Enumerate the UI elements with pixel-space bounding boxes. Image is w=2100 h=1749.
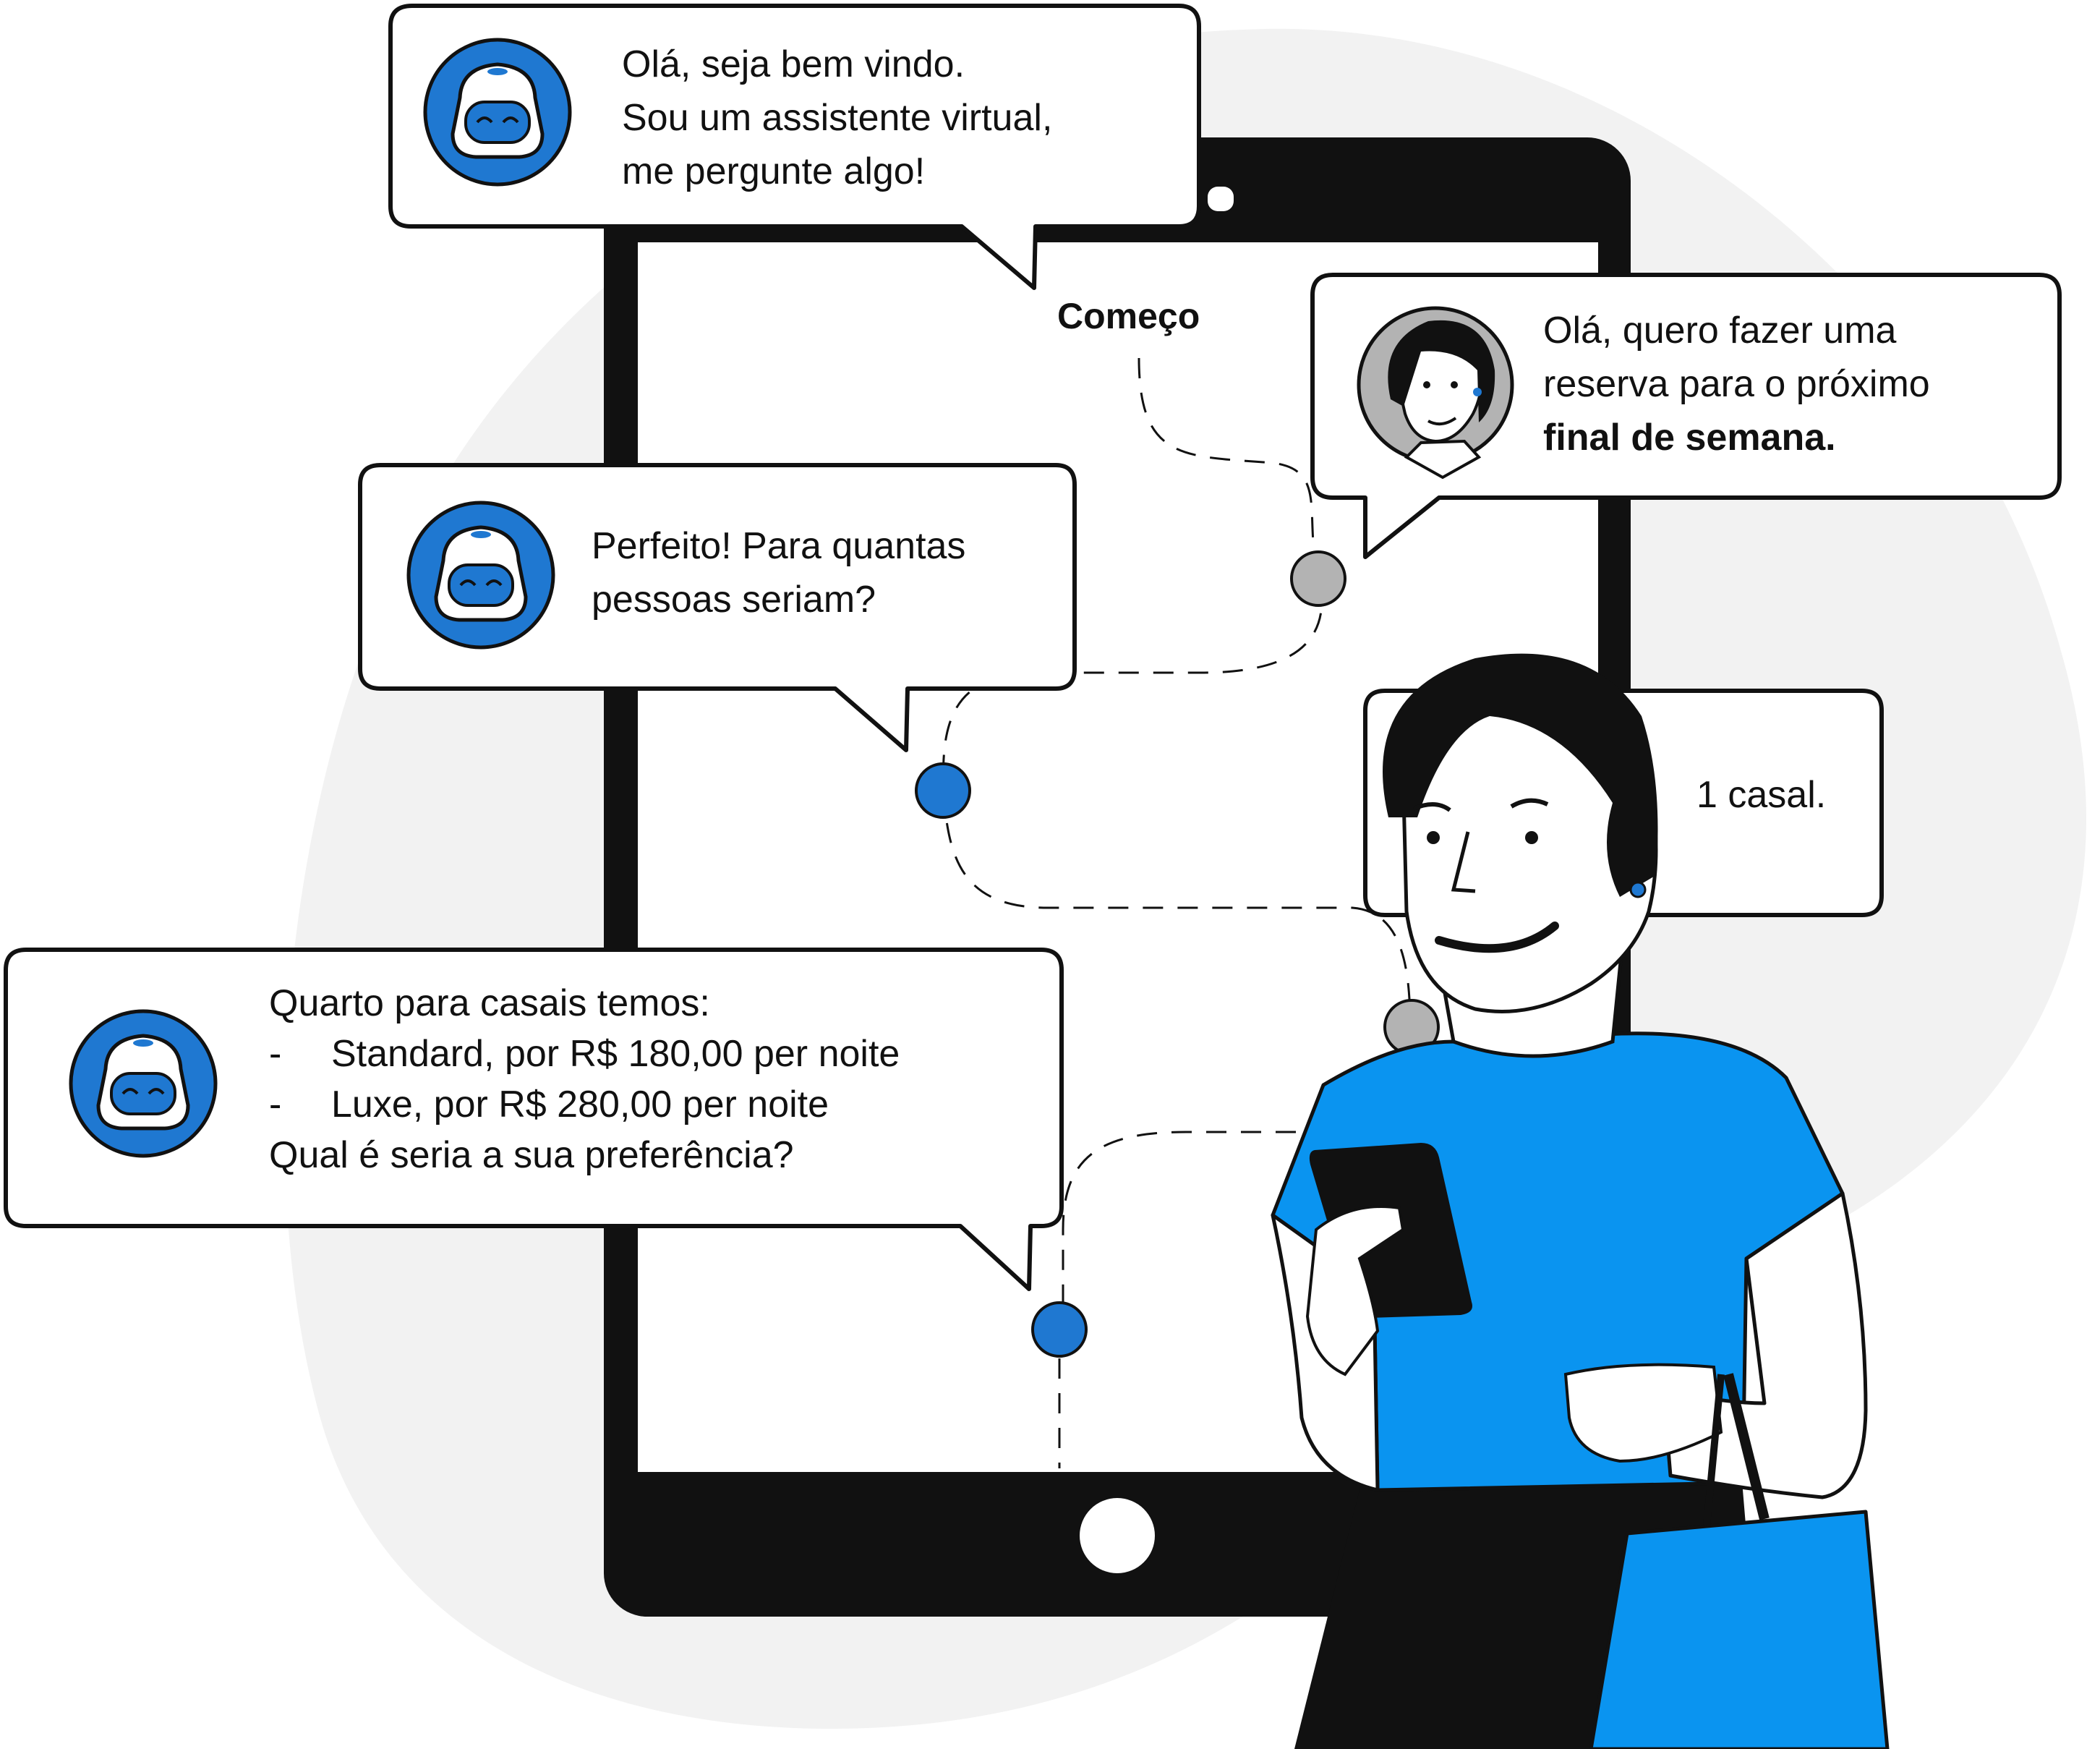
person-avatar-icon (1357, 306, 1514, 480)
room-option: - Standard, por R$ 180,00 per noite (269, 1029, 1028, 1079)
path-node-grey-1 (1290, 550, 1346, 607)
room-option-text: Luxe, por R$ 280,00 per noite (331, 1084, 829, 1125)
path-node-blue-1 (915, 762, 971, 819)
robot-face-icon (406, 501, 555, 650)
bot-welcome-line: Olá, seja bem vindo. (622, 43, 965, 85)
start-label: Começo (1057, 296, 1200, 336)
user-answer-text: 1 casal. (1696, 774, 1827, 816)
bot-people-line: Perfeito! Para quantas (592, 525, 966, 567)
tablet-home-button[interactable] (1080, 1498, 1155, 1573)
room-option: - Luxe, por R$ 280,00 per noite (269, 1079, 1028, 1130)
user-request-text: Olá, quero fazer uma reserva para o próx… (1543, 304, 2020, 464)
bot-rooms-intro: Quarto para casais temos: (269, 982, 710, 1024)
bot-rooms-question: Qual é seria a sua preferência? (269, 1134, 794, 1176)
robot-face-icon (423, 38, 572, 187)
woman-hair (1383, 653, 1658, 897)
room-option-text: Standard, por R$ 180,00 per noite (331, 1033, 900, 1075)
bot-welcome-line: Sou um assistente virtual, (622, 97, 1053, 139)
user-request-line-bold: final de semana. (1543, 417, 1836, 459)
user-request-line: reserva para o próximo (1543, 363, 1930, 405)
bot-welcome-text: Olá, seja bem vindo. Sou um assistente v… (622, 38, 1128, 198)
bot-people-text: Perfeito! Para quantas pessoas seriam? (592, 519, 1054, 626)
conversation-path (942, 357, 1412, 1468)
bot-rooms-text: Quarto para casais temos: - Standard, po… (269, 978, 1028, 1180)
shopping-bag (1589, 1510, 1890, 1749)
room-option-bullet: - (269, 1033, 282, 1075)
bot-welcome-line: me pergunte algo! (622, 150, 926, 192)
bot-people-line: pessoas seriam? (592, 579, 876, 621)
woman-illustration (1271, 653, 1890, 1749)
path-node-blue-2 (1031, 1301, 1088, 1358)
tablet-camera (1208, 187, 1234, 211)
room-option-bullet: - (269, 1084, 282, 1125)
robot-face-icon (69, 1009, 218, 1158)
bot-welcome-bubble (388, 4, 1201, 290)
bot-rooms-bubble (4, 948, 1064, 1291)
user-request-line: Olá, quero fazer uma (1543, 310, 1897, 352)
earring (1629, 881, 1647, 898)
